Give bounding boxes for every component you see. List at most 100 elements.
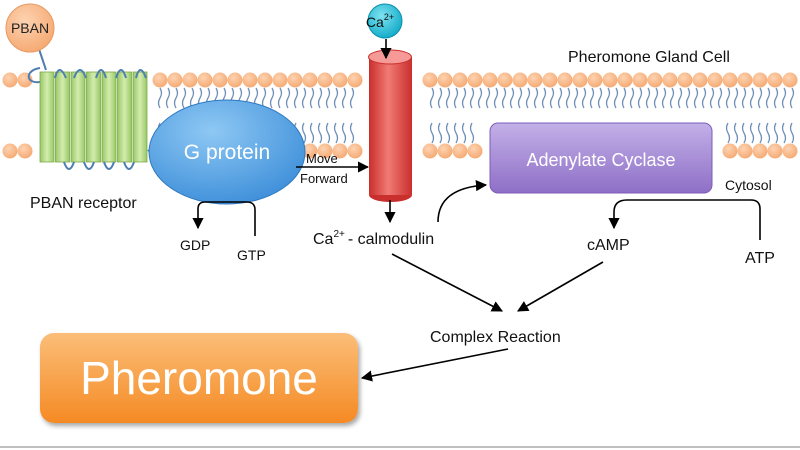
phospholipid-head [347,72,363,88]
lipid-tail [573,87,579,109]
lipid-tail [557,87,563,109]
lipid-tail [741,87,747,109]
lipid-tail [733,122,739,144]
lipid-tail [189,87,195,109]
lipid-tail [485,87,491,109]
lipid-tail [461,87,467,109]
atp-to-camp-arrow [608,199,761,240]
phospholipid-head [557,72,573,88]
lipid-tail [677,87,683,109]
lipid-tail [173,87,179,109]
calmodulin-to-ac-arrow [437,180,488,223]
lipid-tail [653,87,659,109]
phospholipid-head [647,72,663,88]
complex-reaction-label: Complex Reaction [430,329,561,346]
lipid-tail [613,87,619,109]
lipid-tail [453,122,459,144]
gtp-to-gdp-arrow [192,201,256,236]
lipid-tail [725,87,731,109]
lipid-tail [549,87,555,109]
lipid-tail [733,87,739,109]
phospholipid-head [782,72,798,88]
phospholipid-head [752,143,768,159]
phospholipid-head [587,72,603,88]
phospholipid-head [302,72,318,88]
lipid-tail [349,87,355,109]
adenylate-cyclase: Adenylate Cyclase [489,122,713,194]
lipid-tail [445,122,451,144]
lipid-tail [501,87,507,109]
lipid-tail [629,87,635,109]
phospholipid-head [422,72,438,88]
lipid-tail [493,87,499,109]
lipid-tail [349,122,355,144]
phospholipid-head [767,72,783,88]
phospholipid-head [752,72,768,88]
phospholipid-head [707,72,723,88]
pheromone-label: Pheromone [80,352,318,404]
lipid-tail [757,87,763,109]
ca-calmodulin-charge: 2+ [333,229,345,240]
phospholipid-head [437,72,453,88]
phospholipid-head [17,143,33,159]
phospholipid-head [287,72,303,88]
phospholipid-head [302,143,318,159]
receptor-helix [86,71,101,163]
lipid-tail [581,87,587,109]
lipid-tail [181,87,187,109]
lipid-tail [477,87,483,109]
lipid-tail [749,87,755,109]
lipid-tail [157,87,163,109]
lipid-tail [717,87,723,109]
lipid-tail [781,87,787,109]
lipid-tail [645,87,651,109]
lipid-tail [429,122,435,144]
lipid-tail [429,87,435,109]
lipid-tail [461,122,467,144]
g-protein-label: G protein [184,141,270,164]
lipid-tail [741,122,747,144]
lipid-tail [693,87,699,109]
phospholipid-head [512,72,528,88]
lipid-tail [749,122,755,144]
phospholipid-head [182,72,198,88]
lipid-tail [301,87,307,109]
lipid-tail [725,122,731,144]
cytosol-label: Cytosol [725,177,772,193]
pban-receptor-label: PBAN receptor [30,195,137,212]
lipid-tail [773,87,779,109]
lipid-tail [637,87,643,109]
ca-ion-charge: 2+ [384,12,394,22]
lipid-tail [685,87,691,109]
svg-text:Ca2+: Ca2+ [366,12,394,30]
ca-calmodulin-rest: - calmodulin [348,231,434,248]
lipid-tail [765,122,771,144]
phospholipid-head [2,143,18,159]
atp-label: ATP [745,250,775,267]
pban-ligand: PBAN [5,3,55,53]
phospholipid-head [617,72,633,88]
lipid-tail [317,122,323,144]
phospholipid-head [737,143,753,159]
lipid-tail [589,87,595,109]
phospholipid-head [152,72,168,88]
lipid-tail [333,122,339,144]
phospholipid-head [317,72,333,88]
camp-to-reaction-arrow [517,261,604,312]
gtp-label: GTP [237,247,266,263]
phospholipid-head [542,72,558,88]
pheromone-box: Pheromone [40,333,358,423]
lipid-tail [301,122,307,144]
lipid-tail [773,122,779,144]
gdp-label: GDP [180,237,210,253]
phospholipid-head [572,72,588,88]
lipid-tail [661,87,667,109]
lipid-tail [757,122,763,144]
phospholipid-head [662,72,678,88]
phospholipid-head [767,143,783,159]
phospholipid-head [227,72,243,88]
pban-label: PBAN [11,20,49,36]
phospholipid-head [437,143,453,159]
receptor-helix [70,71,86,163]
